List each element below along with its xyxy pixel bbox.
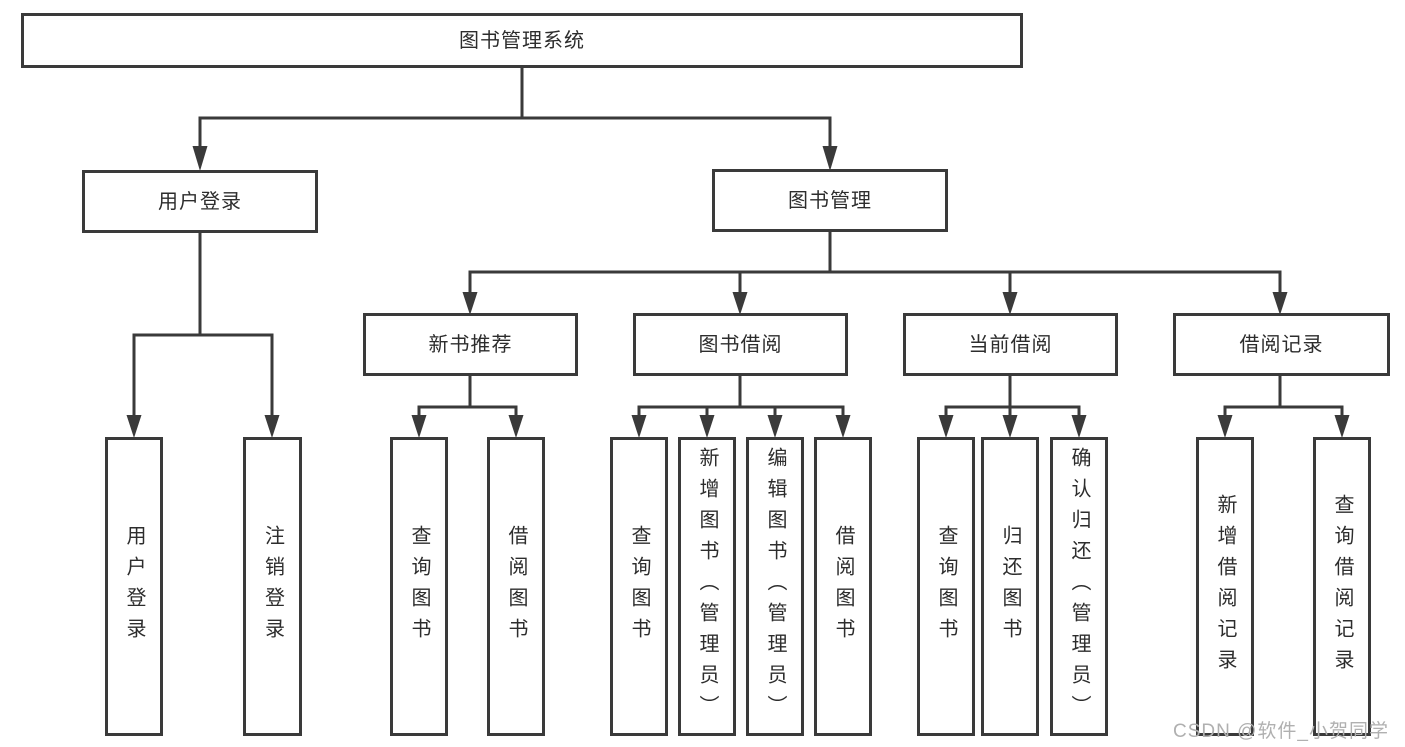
leaf-br-add-record-label: 新增借阅记录 <box>1214 493 1236 680</box>
leaf-bb-add-books-admin: 新增图书（管理员） <box>678 437 736 736</box>
leaf-logout: 注销登录 <box>243 437 302 736</box>
arrowhead-bb-add <box>699 415 715 438</box>
node-book-borrowing: 图书借阅 <box>633 313 848 376</box>
leaf-bb-edit-books-admin: 编辑图书（管理员） <box>746 437 804 736</box>
leaf-bb-query-books: 查询图书 <box>610 437 668 736</box>
leaf-user-login-label: 用户登录 <box>123 524 145 649</box>
leaf-cb-query-books-label: 查询图书 <box>935 524 957 649</box>
arrowhead-book-borrowing <box>732 292 748 315</box>
node-book-borrowing-label: 图书借阅 <box>698 333 783 356</box>
connector-borrow-records-split <box>1223 405 1344 418</box>
arrowhead-book-management <box>822 146 838 171</box>
leaf-logout-label: 注销登录 <box>261 524 284 649</box>
arrowhead-leaf-user-login <box>126 415 142 438</box>
leaf-cb-confirm-return-admin-label: 确认归还（管理员） <box>1068 447 1090 726</box>
leaf-br-add-record: 新增借阅记录 <box>1196 437 1254 736</box>
leaf-nb-borrow-books: 借阅图书 <box>487 437 545 736</box>
node-current-borrowing-label: 当前借阅 <box>968 333 1053 356</box>
arrowhead-new-book-recommend <box>462 292 478 315</box>
node-root-label: 图书管理系统 <box>459 29 585 52</box>
leaf-nb-query-books: 查询图书 <box>390 437 448 736</box>
arrowhead-br-query <box>1334 415 1350 438</box>
connector-root-split <box>198 116 832 150</box>
connector-user-login-split <box>132 333 274 417</box>
node-root: 图书管理系统 <box>21 13 1023 68</box>
arrowhead-br-add <box>1217 415 1233 438</box>
leaf-bb-borrow-books: 借阅图书 <box>814 437 872 736</box>
node-user-login-label: 用户登录 <box>158 190 242 213</box>
leaf-bb-add-books-admin-label: 新增图书（管理员） <box>696 447 718 726</box>
connector-new-book-recommend-split <box>417 405 518 418</box>
arrowhead-nb-query <box>411 415 427 438</box>
arrowhead-borrow-records <box>1272 292 1288 315</box>
arrowhead-cb-return <box>1002 415 1018 438</box>
arrowhead-current-borrowing <box>1002 292 1018 315</box>
node-book-management: 图书管理 <box>712 169 948 232</box>
leaf-bb-edit-books-admin-label: 编辑图书（管理员） <box>764 447 786 726</box>
node-user-login: 用户登录 <box>82 170 318 233</box>
arrowhead-user-login <box>192 146 208 171</box>
leaf-nb-query-books-label: 查询图书 <box>408 524 430 649</box>
arrowhead-bb-borrow <box>835 415 851 438</box>
leaf-cb-return-books: 归还图书 <box>981 437 1039 736</box>
leaf-bb-query-books-label: 查询图书 <box>628 524 650 649</box>
leaf-user-login: 用户登录 <box>105 437 163 736</box>
watermark: CSDN @软件_小贺同学 <box>1173 721 1389 742</box>
node-borrow-records-label: 借阅记录 <box>1239 333 1324 356</box>
arrowhead-leaf-logout <box>264 415 280 438</box>
arrowhead-cb-confirm <box>1071 415 1087 438</box>
leaf-cb-return-books-label: 归还图书 <box>999 524 1021 649</box>
node-new-book-recommend-label: 新书推荐 <box>428 333 513 356</box>
connector-book-management-split <box>468 270 1282 295</box>
arrowhead-cb-query <box>938 415 954 438</box>
leaf-bb-borrow-books-label: 借阅图书 <box>832 524 854 649</box>
arrowhead-bb-query <box>631 415 647 438</box>
node-current-borrowing: 当前借阅 <box>903 313 1118 376</box>
node-book-management-label: 图书管理 <box>788 189 872 212</box>
leaf-nb-borrow-books-label: 借阅图书 <box>505 524 527 649</box>
node-new-book-recommend: 新书推荐 <box>363 313 578 376</box>
connector-book-borrowing-split <box>637 405 845 418</box>
node-borrow-records: 借阅记录 <box>1173 313 1390 376</box>
leaf-br-query-record-label: 查询借阅记录 <box>1331 493 1353 680</box>
arrowhead-nb-borrow <box>508 415 524 438</box>
leaf-br-query-record: 查询借阅记录 <box>1313 437 1371 736</box>
leaf-cb-query-books: 查询图书 <box>917 437 975 736</box>
arrowhead-bb-edit <box>767 415 783 438</box>
leaf-cb-confirm-return-admin: 确认归还（管理员） <box>1050 437 1108 736</box>
